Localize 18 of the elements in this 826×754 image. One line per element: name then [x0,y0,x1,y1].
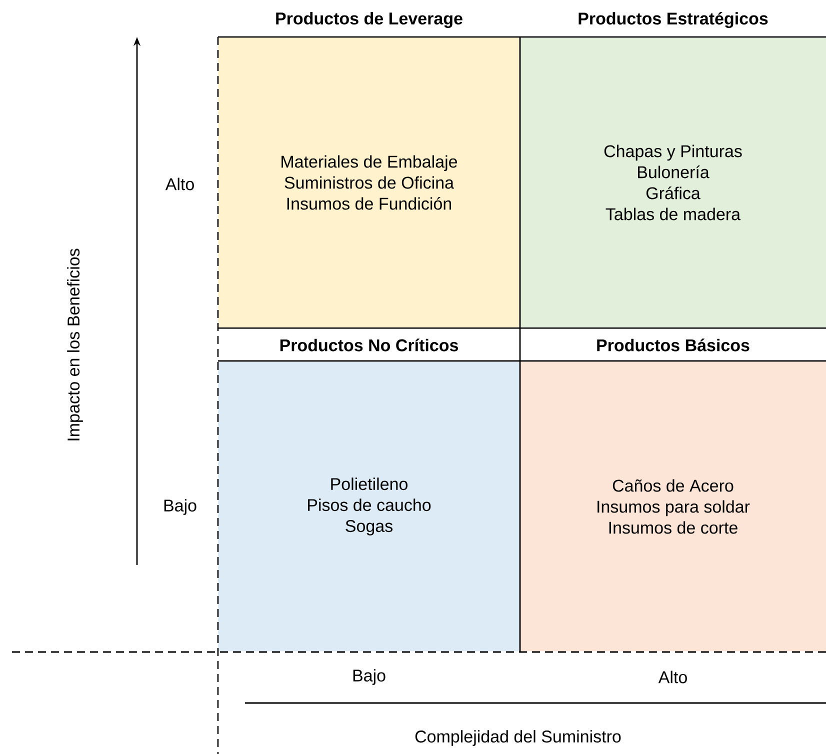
axis-tick-label: Alto [658,670,687,684]
quadrant-box: Caños de Acero Insumos para soldar Insumos de corte [520,362,826,652]
quadrant-heading: Productos No Críticos [280,338,458,352]
node-label: Gráfica [646,186,700,200]
axis-title: Complejidad del Suministro [415,730,621,746]
node-label: Tablas de madera [606,208,741,220]
axis-title: Impacto en los Beneficios [67,248,83,440]
axis-tick-label: Bajo [164,499,196,515]
quadrant-box: Materiales de Embalaje Suministros de Oficina Insumos de Fundición [218,38,520,328]
quadrant-heading: Productos Básicos [597,338,750,352]
quadrant-box: Chapas y Pinturas Bulonería Gráfica Tablas de madera [520,38,826,328]
quadrant-heading: Productos de Leverage [276,12,462,28]
node-label: Bulonería [638,166,710,178]
axis-tick-label: Bajo [353,669,386,685]
node-label: Chapas y Pinturas [604,144,742,161]
axis-tick-label: Alto [165,178,194,190]
quadrant-heading: Productos Estratégicos [578,12,768,28]
quadrant-box: Polietileno Pisos de caucho Sogas [218,362,520,652]
